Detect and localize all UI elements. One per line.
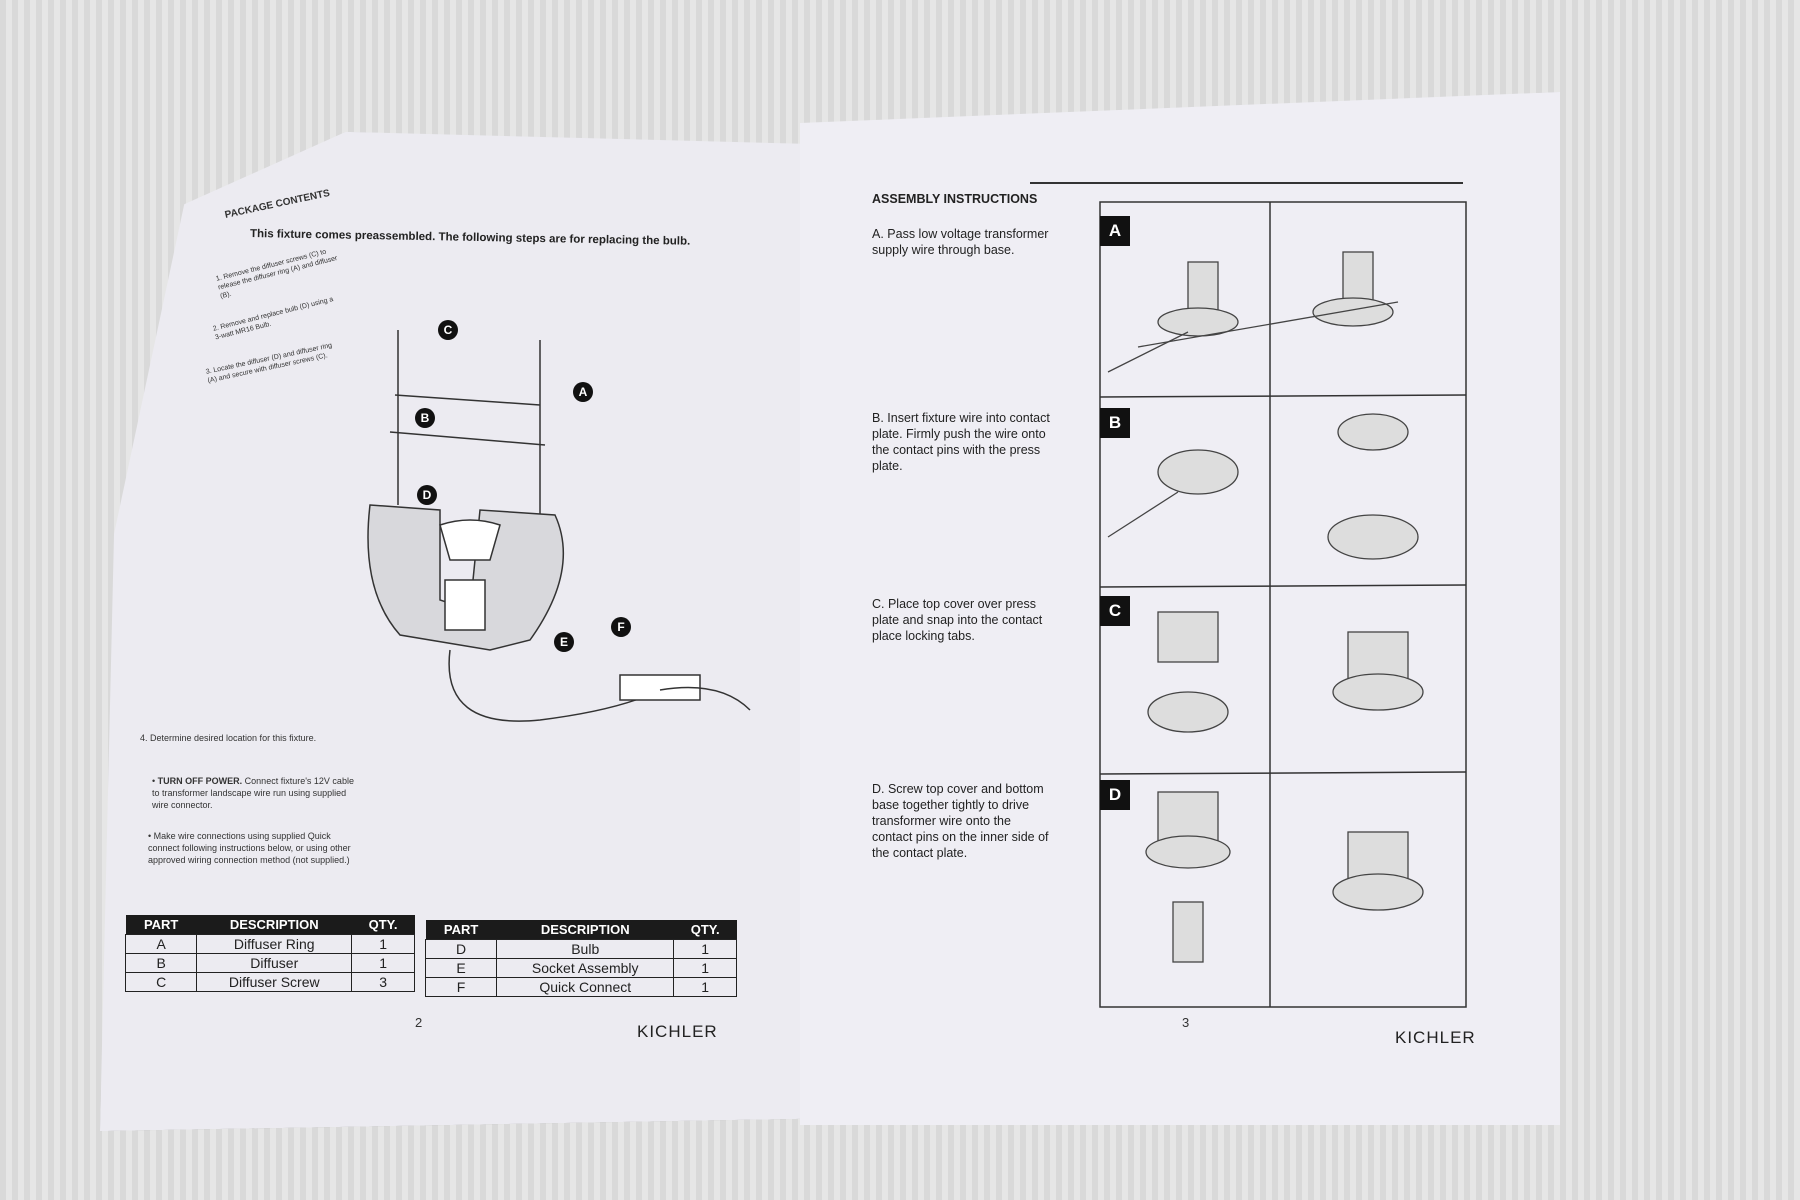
callout-a: A [579, 385, 588, 399]
title-rule [1030, 182, 1463, 184]
step-badge-a: A [1100, 216, 1130, 246]
bullet-wire-connections: • Make wire connections using supplied Q… [148, 831, 351, 865]
callout-c: C [444, 323, 453, 337]
col-part: PART [425, 920, 497, 940]
page-number: 2 [415, 1015, 423, 1030]
col-qty: QTY. [673, 920, 737, 940]
cell: E [424, 958, 498, 978]
cell: F [424, 977, 498, 997]
cell: Socket Assembly [496, 958, 675, 978]
callout-b: B [421, 411, 430, 425]
cell: 1 [673, 939, 737, 959]
fixture-exploded-diagram: C A B D E F [367, 320, 751, 722]
cell: C [124, 972, 198, 992]
cell: 1 [673, 958, 737, 978]
callout-e: E [560, 635, 568, 649]
cell: 1 [673, 977, 737, 997]
cell: Bulb [496, 939, 675, 959]
col-qty: QTY. [351, 915, 415, 935]
callout-f: F [617, 620, 624, 634]
section-title: ASSEMBLY INSTRUCTIONS [872, 192, 1038, 206]
cell: 1 [351, 953, 415, 973]
col-description: DESCRIPTION [196, 915, 352, 935]
cell: Quick Connect [496, 977, 675, 997]
col-part: PART [125, 915, 197, 935]
step-4: 4. Determine desired location for this f… [140, 733, 317, 743]
cell: 1 [351, 934, 415, 954]
callout-d: D [423, 488, 432, 502]
assembly-steps-grid [1099, 201, 1467, 1008]
bullet-text: Connect fixture's 12V cable to transform… [152, 776, 354, 810]
cell: Diffuser [196, 953, 353, 973]
cell: Diffuser Screw [196, 972, 353, 992]
step-d: D. Screw top cover and bottom base toget… [872, 782, 1049, 860]
cell: B [124, 953, 198, 973]
col-description: DESCRIPTION [496, 920, 674, 940]
brand-logo: KICHLER [1395, 1028, 1476, 1047]
page-number: 3 [1182, 1015, 1190, 1030]
bullet-turn-off-power: • TURN OFF POWER. Connect fixture's 12V … [152, 776, 354, 810]
brand-logo: KICHLER [637, 1022, 718, 1041]
cell: 3 [351, 972, 415, 992]
step-badge-b: B [1100, 408, 1130, 438]
cell: A [124, 934, 198, 954]
step-c: C. Place top cover over press plate and … [872, 597, 1043, 643]
step-a: A. Pass low voltage transformer supply w… [872, 227, 1049, 257]
step-badge-d: D [1100, 780, 1130, 810]
step-badge-c: C [1100, 596, 1130, 626]
bullet-text: Make wire connections using supplied Qui… [148, 831, 351, 865]
cell: Diffuser Ring [196, 934, 353, 954]
bullet-bold: TURN OFF POWER. [157, 776, 243, 786]
cell: D [424, 939, 498, 959]
step-b: B. Insert fixture wire into contact plat… [872, 411, 1050, 473]
